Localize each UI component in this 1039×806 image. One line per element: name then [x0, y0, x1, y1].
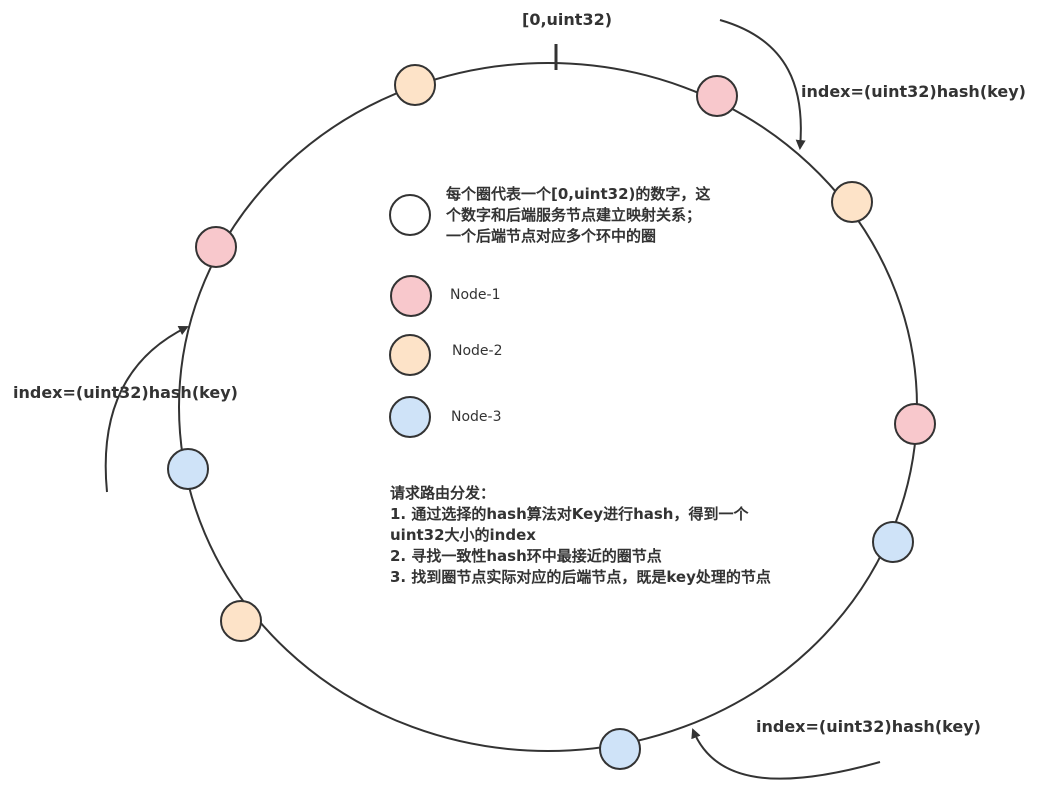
legend-node2-circle — [389, 334, 431, 376]
ring-node — [195, 226, 237, 268]
legend-node2-label: Node-2 — [452, 343, 503, 359]
ring-origin-label: [0,uint32) — [522, 10, 613, 29]
ring-nodes — [167, 64, 936, 770]
hash-label-bottom: index=(uint32)hash(key) — [756, 717, 981, 736]
routing-description: 请求路由分发： 1. 通过选择的hash算法对Key进行hash，得到一个uin… — [390, 483, 800, 588]
routing-step-3: 3. 找到圈节点实际对应的后端节点，既是key处理的节点 — [390, 568, 771, 586]
hash-label-left: index=(uint32)hash(key) — [13, 383, 238, 402]
legend-node1-label: Node-1 — [450, 287, 501, 303]
ring-node — [872, 521, 914, 563]
legend-generic-circle — [389, 194, 431, 236]
hash-arrow-right — [719, 19, 806, 150]
ring-node — [220, 600, 262, 642]
ring-node — [394, 64, 436, 106]
hash-arrow-bottom — [691, 728, 881, 780]
ring-node — [599, 728, 641, 770]
legend-node3-circle — [389, 396, 431, 438]
hash-arrow-left — [104, 326, 189, 493]
legend-generic-text: 每个圈代表一个[0,uint32)的数字，这个数字和后端服务节点建立映射关系；一… — [446, 185, 711, 245]
legend-node3-label: Node-3 — [451, 409, 502, 425]
routing-step-1: 1. 通过选择的hash算法对Key进行hash，得到一个uint32大小的in… — [390, 505, 749, 544]
hash-label-right: index=(uint32)hash(key) — [801, 82, 1026, 101]
ring-node — [894, 403, 936, 445]
hash-ring — [178, 62, 918, 752]
ring-node — [831, 181, 873, 223]
ring-node — [167, 448, 209, 490]
legend-node1-circle — [390, 275, 432, 317]
ring-node — [696, 75, 738, 117]
routing-step-2: 2. 寻找一致性hash环中最接近的圈节点 — [390, 547, 662, 565]
routing-title: 请求路由分发： — [390, 484, 496, 502]
